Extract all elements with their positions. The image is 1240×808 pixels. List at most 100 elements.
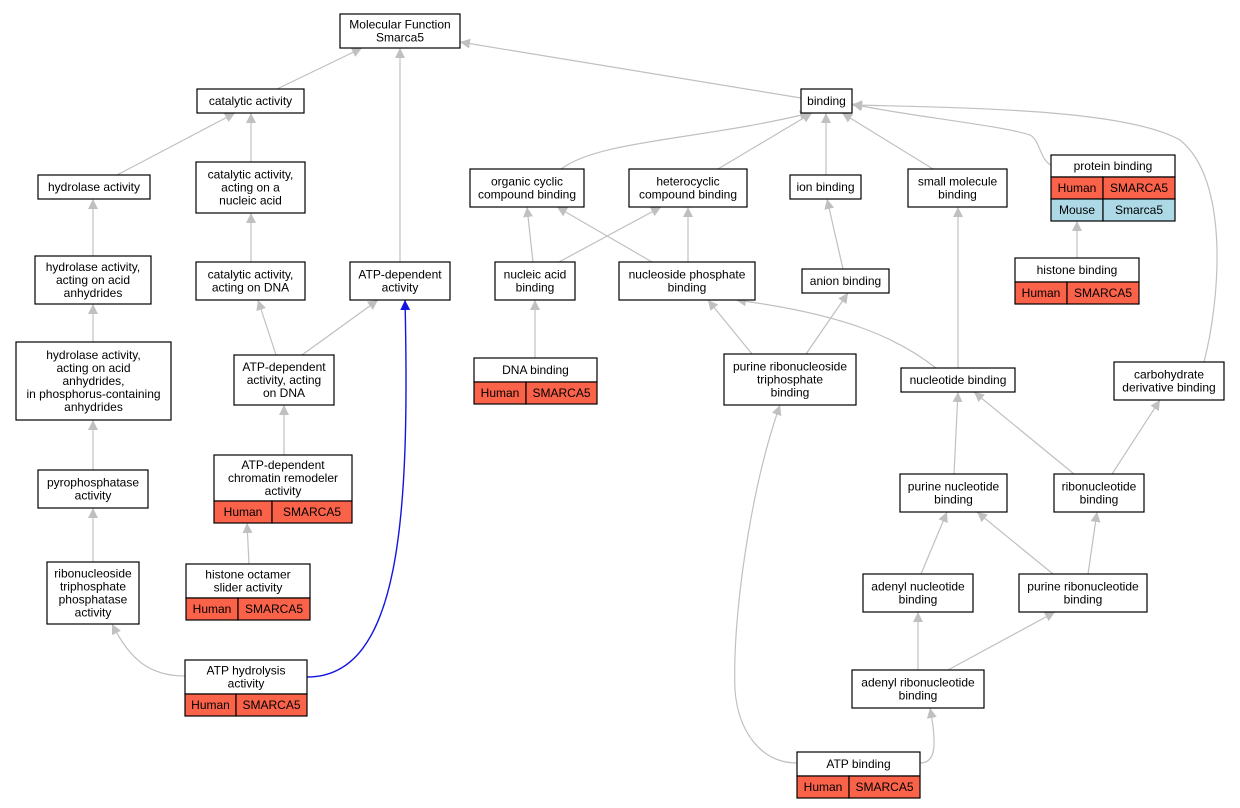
gene-cell xyxy=(237,597,311,621)
node-label-line: binding xyxy=(668,281,707,295)
node-box xyxy=(851,669,985,709)
gene-cell xyxy=(271,500,353,524)
edge-purine_nt-to-nucleotide xyxy=(952,391,963,475)
node-box xyxy=(1014,257,1140,283)
node-label-line: acting on acid xyxy=(56,361,130,375)
edge-atp_binding-to-adenyl_rnt xyxy=(919,707,937,764)
go-term-node-ion[interactable]: ion binding xyxy=(789,174,862,200)
edges-layer xyxy=(88,38,1218,764)
node-label-line: triphosphate xyxy=(757,373,823,387)
node-label-line: activity xyxy=(75,489,112,503)
edge-atp_dep_dna-to-atp_dep xyxy=(301,299,379,356)
go-term-node-ntpase[interactable]: ribonucleosidetriphosphatephosphataseact… xyxy=(46,561,140,625)
node-label-line: acting on acid xyxy=(56,273,130,287)
edge-nucleic_acid-to-organic_cyclic xyxy=(523,206,534,263)
node-label-line: ATP hydrolysis xyxy=(207,664,286,678)
node-label-line: binding xyxy=(934,493,973,507)
go-term-node-hydro_phos[interactable]: hydrolase activity,acting on acid anhydri… xyxy=(15,341,172,421)
edge-carb-to-binding xyxy=(851,100,1218,363)
node-box xyxy=(469,168,585,208)
node-label-line: binding xyxy=(899,593,938,607)
node-label-line: Molecular Function xyxy=(349,18,450,32)
node-box xyxy=(900,367,1016,393)
edge-nucleic_acid-to-heterocyclic xyxy=(558,206,662,263)
go-term-node-binding[interactable]: binding xyxy=(800,88,853,114)
gene-cell xyxy=(848,775,921,799)
node-box xyxy=(628,168,748,208)
node-box xyxy=(339,13,461,49)
node-label-line: DNA binding xyxy=(502,363,569,377)
edge-purine_rnt-to-ribonucleotide xyxy=(1087,511,1101,575)
edge-anion-to-ion xyxy=(824,198,844,270)
node-box xyxy=(789,174,862,200)
edge-atp_dep_dna-to-cat_dna xyxy=(256,299,277,356)
node-label-line: ATP binding xyxy=(826,757,890,771)
node-label-line: on DNA xyxy=(263,386,305,400)
go-term-node-catalytic[interactable]: catalytic activity xyxy=(196,88,305,114)
node-label-line: nucleotide binding xyxy=(910,373,1007,387)
node-box xyxy=(899,473,1008,513)
edge-binding-to-mf xyxy=(459,38,802,99)
node-label-line: histone binding xyxy=(1037,263,1118,277)
edge-protein-to-binding xyxy=(851,101,1052,166)
node-box xyxy=(1018,573,1148,613)
gene-cell xyxy=(525,381,598,405)
go-term-node-hydrolase[interactable]: hydrolase activity xyxy=(37,174,151,200)
node-label-line: carbohydrate xyxy=(1134,368,1204,382)
node-label-line: nucleic acid xyxy=(504,268,567,282)
edge-nucleotide-to-nucleoside_p xyxy=(735,296,937,369)
node-label-line: heterocyclic xyxy=(656,175,719,189)
go-term-node-anion[interactable]: anion binding xyxy=(801,268,890,294)
node-label-line: phosphatase xyxy=(59,593,128,607)
edge-nucleoside_p-to-organic_cyclic xyxy=(556,206,653,263)
node-label-line: organic cyclic xyxy=(491,175,563,189)
edge-purine_ntp-to-nucleoside_p xyxy=(707,299,753,355)
node-label-line: pyrophosphatase xyxy=(47,476,139,490)
node-label-line: anhydrides xyxy=(64,400,123,414)
edge-adenyl_rnt-to-purine_rnt xyxy=(947,611,1056,671)
node-label-line: purine nucleotide xyxy=(908,480,1000,494)
node-label-line: hydrolase activity, xyxy=(46,348,140,362)
node-box xyxy=(46,561,140,625)
gene-label: SMARCA5 xyxy=(245,602,303,616)
node-label-line: ion binding xyxy=(796,180,854,194)
organism-label: Human xyxy=(1058,181,1097,195)
go-term-node-hydro_acid[interactable]: hydrolase activity,acting on acidanhydri… xyxy=(34,255,152,305)
node-label-line: catalytic activity, xyxy=(208,168,294,182)
node-label-line: ATP-dependent xyxy=(242,360,326,374)
organism-label: Human xyxy=(1022,286,1061,300)
node-label-line: ATP-dependent xyxy=(241,458,325,472)
node-label-line: nucleoside phosphate xyxy=(629,268,746,282)
node-box xyxy=(907,168,1008,208)
edge-ribonucleotide-to-carb xyxy=(1111,399,1161,475)
go-term-node-nucleotide[interactable]: nucleotide binding xyxy=(900,367,1016,393)
organism-label: Human xyxy=(481,386,520,400)
go-term-node-cat_dna[interactable]: catalytic activity,acting on DNA xyxy=(195,261,306,301)
node-label-line: activity xyxy=(228,677,265,691)
gene-label: SMARCA5 xyxy=(1074,286,1132,300)
